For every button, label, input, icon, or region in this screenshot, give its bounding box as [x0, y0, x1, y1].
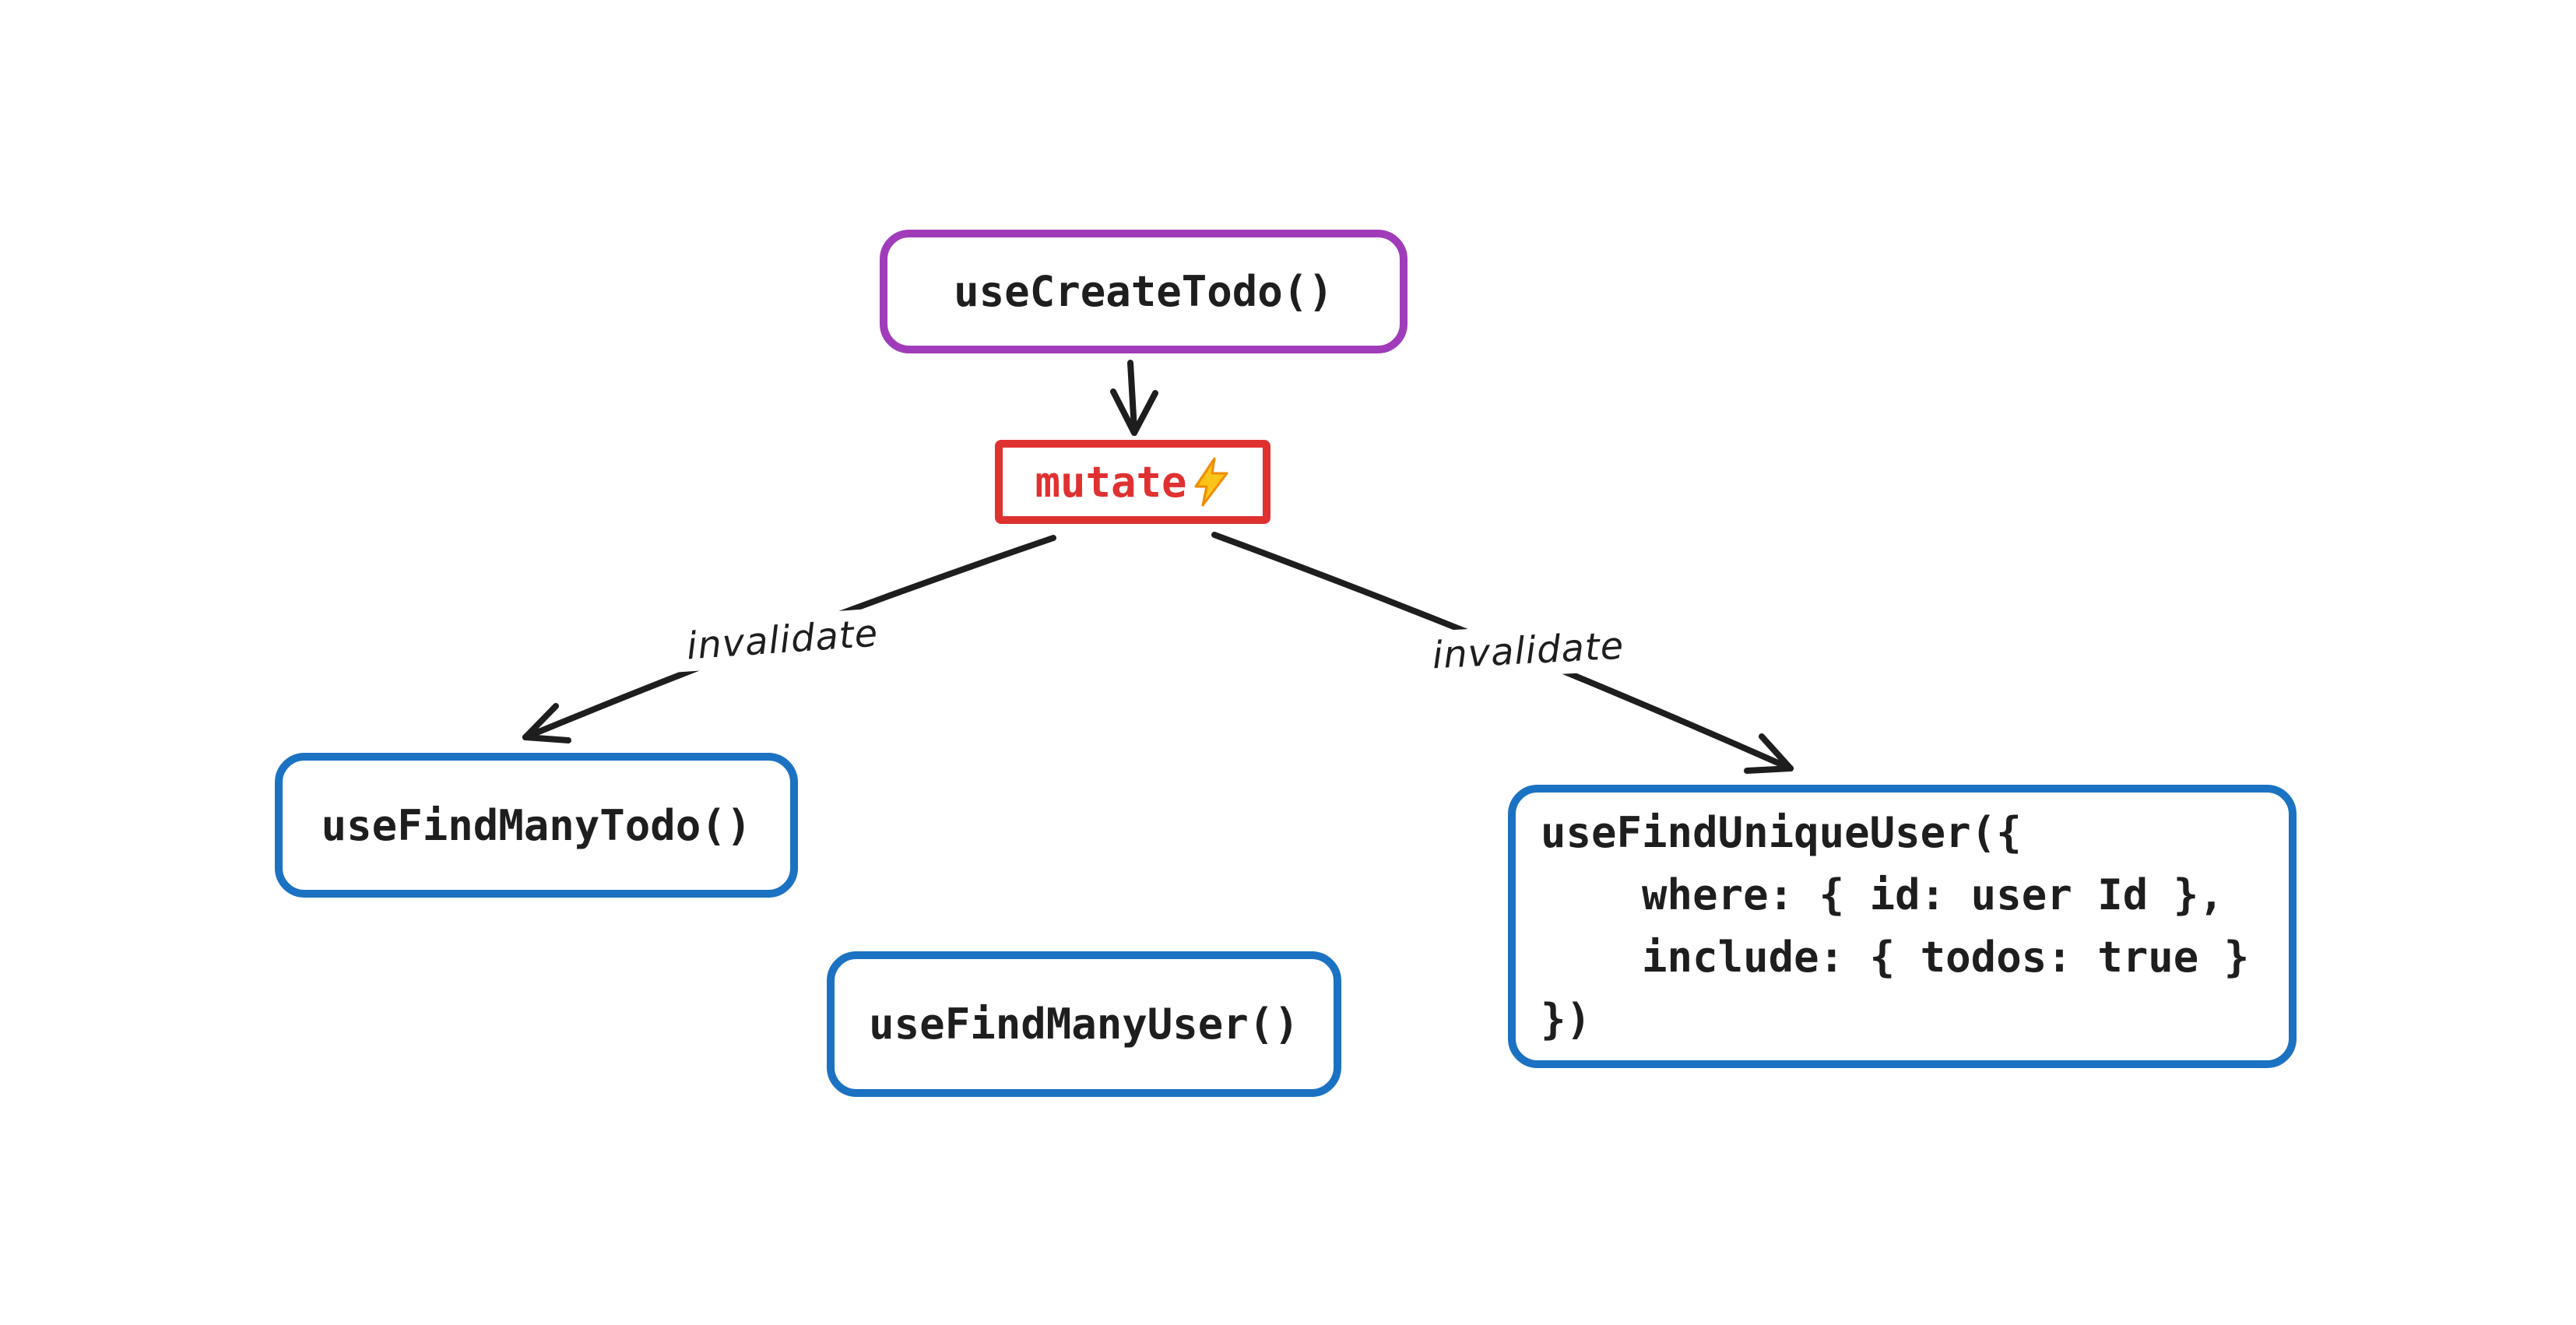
- node-mutate-label: mutate: [1035, 457, 1187, 507]
- node-mutate: mutate: [995, 440, 1270, 524]
- arrow-create-to-mutate: [1110, 360, 1158, 436]
- node-use-find-many-user-label: useFindManyUser(): [869, 1000, 1299, 1049]
- node-use-find-many-todo-label: useFindManyTodo(): [321, 800, 752, 850]
- node-use-create-todo: useCreateTodo(): [880, 230, 1407, 353]
- node-use-find-unique-user: useFindUniqueUser({ where: { id: user Id…: [1508, 785, 2297, 1068]
- code-line-2: where: { id: user Id },: [1541, 870, 2224, 919]
- code-line-1: useFindUniqueUser({: [1541, 808, 2022, 857]
- code-line-3: include: { todos: true }: [1541, 933, 2250, 982]
- node-use-find-many-user: useFindManyUser(): [827, 951, 1341, 1097]
- lightning-bolt-icon: [1194, 457, 1228, 507]
- node-use-find-many-todo: useFindManyTodo(): [275, 753, 798, 898]
- code-line-4: }): [1541, 995, 1592, 1044]
- node-use-create-todo-label: useCreateTodo(): [954, 267, 1334, 316]
